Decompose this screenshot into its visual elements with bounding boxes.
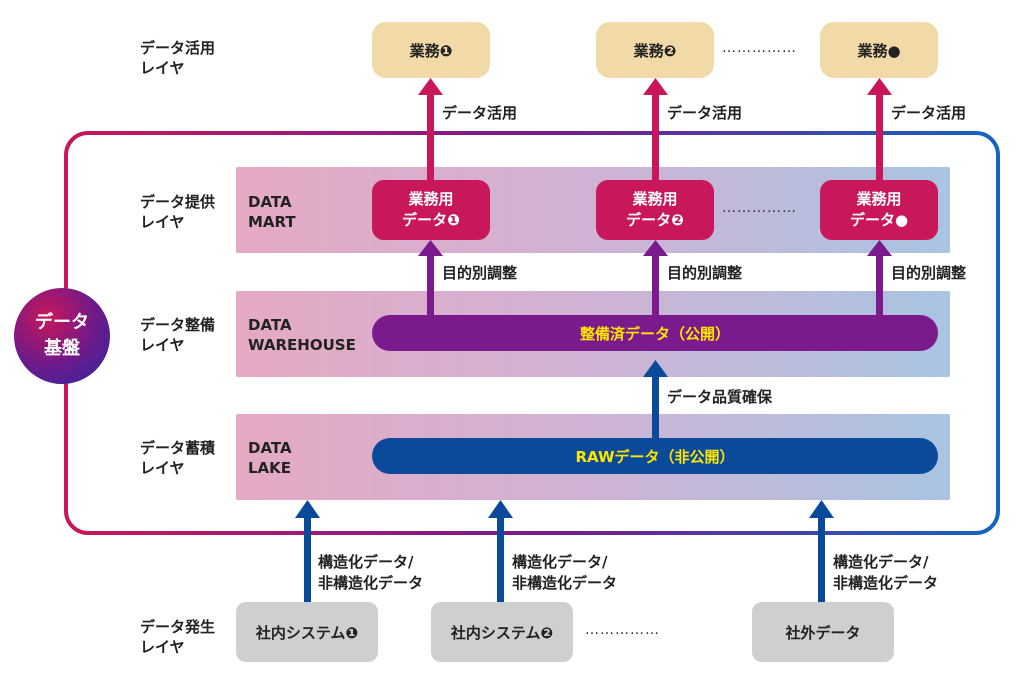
usage-arrow-1: [418, 78, 443, 182]
quality-arrow: [643, 360, 668, 440]
lake-data-label: RAWデータ（非公開）: [575, 447, 735, 466]
ingest-label-1: 構造化データ/ 非構造化データ: [318, 553, 424, 592]
usage-label-1: データ活用: [442, 104, 518, 122]
usage-label-2: データ活用: [667, 104, 743, 122]
usage-arrow-2: [643, 78, 668, 182]
mart-box-2-line1: 業務用: [632, 190, 678, 208]
source-box-2: 社内システム❷: [431, 602, 573, 662]
source-label-1: 社内システム❶: [255, 623, 359, 642]
business-box-3: 業務●: [820, 22, 938, 78]
business-label-3: 業務●: [857, 41, 901, 60]
platform-badge-line2: 基盤: [44, 338, 80, 359]
source-box-3: 社外データ: [752, 602, 894, 662]
mart-box-3-line1: 業務用: [856, 190, 902, 208]
source-label-3: 社外データ: [785, 623, 861, 642]
mart-box-1-line2: データ❶: [402, 211, 460, 229]
layer-label-source: データ発生 レイヤ: [140, 618, 216, 656]
layer-label-lake: データ蓄積 レイヤ: [140, 439, 216, 477]
ingest-arrow-3: [809, 500, 834, 603]
platform-badge-line1: データ: [35, 312, 89, 333]
adjust-arrow-3: [867, 240, 892, 318]
warehouse-data-label: 整備済データ（公開）: [579, 324, 730, 343]
tech-label-lake: DATA LAKE: [248, 439, 292, 477]
lake-data-pill: RAWデータ（非公開）: [372, 438, 938, 474]
mart-box-3-line2: データ●: [849, 211, 909, 229]
layer-label-warehouse: データ整備 レイヤ: [140, 316, 216, 354]
mart-ellipsis: ……………: [722, 200, 797, 216]
adjust-arrow-2: [643, 240, 668, 318]
usage-label-3: データ活用: [891, 104, 967, 122]
layer-label-usage: データ活用 レイヤ: [140, 39, 216, 77]
business-ellipsis: ……………: [722, 40, 797, 56]
business-label-1: 業務❶: [409, 41, 453, 60]
ingest-arrow-1: [295, 500, 320, 603]
mart-box-1: 業務用 データ❶: [372, 180, 490, 240]
adjust-label-2: 目的別調整: [667, 264, 743, 282]
layer-label-mart: データ提供 レイヤ: [140, 193, 216, 231]
quality-label: データ品質確保: [667, 388, 773, 406]
source-label-2: 社内システム❷: [450, 623, 554, 642]
ingest-arrow-2: [488, 500, 513, 603]
source-ellipsis: ……………: [585, 622, 660, 638]
business-label-2: 業務❷: [633, 41, 677, 60]
business-box-1: 業務❶: [372, 22, 490, 78]
mart-box-2: 業務用 データ❷: [596, 180, 714, 240]
warehouse-data-pill: 整備済データ（公開）: [372, 315, 938, 351]
tech-label-mart: DATA MART: [248, 193, 296, 231]
mart-box-3: 業務用 データ●: [820, 180, 938, 240]
usage-arrow-3: [867, 78, 892, 182]
tech-label-warehouse: DATA WAREHOUSE: [248, 316, 356, 354]
adjust-label-1: 目的別調整: [442, 264, 518, 282]
adjust-arrow-1: [418, 240, 443, 318]
source-box-1: 社内システム❶: [236, 602, 378, 662]
ingest-label-2: 構造化データ/ 非構造化データ: [512, 553, 618, 592]
adjust-label-3: 目的別調整: [891, 264, 967, 282]
business-box-2: 業務❷: [596, 22, 714, 78]
mart-box-1-line1: 業務用: [408, 190, 454, 208]
platform-badge: データ 基盤: [14, 288, 110, 384]
ingest-label-3: 構造化データ/ 非構造化データ: [833, 553, 939, 592]
mart-box-2-line2: データ❷: [626, 211, 684, 229]
